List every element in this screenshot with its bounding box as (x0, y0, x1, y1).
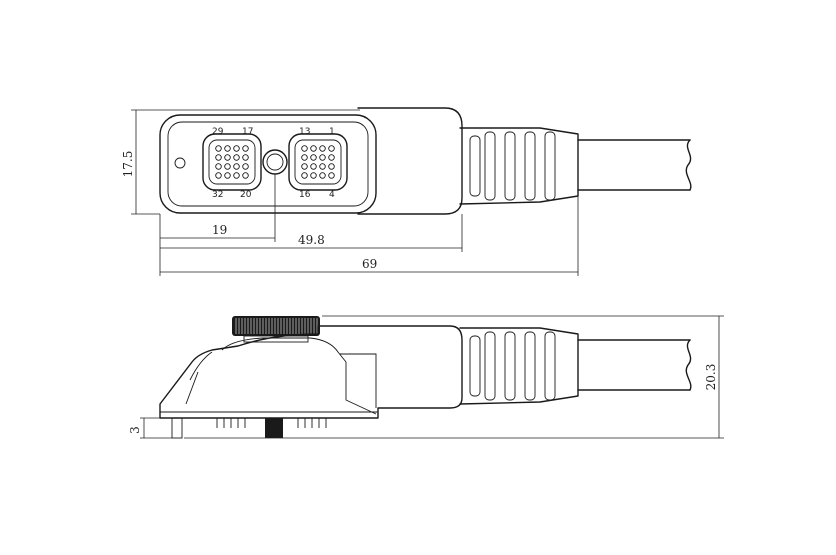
contact-pin (224, 154, 231, 161)
contact-pin (215, 172, 222, 179)
contact-pin (301, 154, 308, 161)
contact-pin (301, 163, 308, 170)
contact-pin (319, 172, 326, 179)
contact-pin (328, 163, 335, 170)
pin-label-17: 17 (242, 127, 253, 137)
dim-label-19: 19 (212, 223, 227, 237)
contact-pin (319, 145, 326, 152)
contact-pin (215, 154, 222, 161)
dim-label-69: 69 (362, 257, 377, 271)
contact-pin (233, 172, 240, 179)
dim-overall-length: 69 (160, 196, 579, 276)
contact-pin (242, 163, 249, 170)
contact-pin (301, 172, 308, 179)
side-pins (171, 417, 327, 439)
side-view: 3 20.3 (128, 315, 724, 439)
contact-pin (310, 145, 317, 152)
pin-label-13: 13 (299, 127, 310, 137)
right-connector: 13 1 16 4 (288, 127, 348, 200)
knurled-screw (232, 316, 320, 343)
contact-pin (242, 154, 249, 161)
dim-overall-height: 20.3 (184, 315, 724, 439)
contact-pin (301, 145, 308, 152)
contact-pin (310, 163, 317, 170)
pin-label-32: 32 (212, 190, 223, 200)
top-strain-relief (459, 127, 579, 205)
contact-pin (215, 145, 222, 152)
center-screw (262, 149, 288, 175)
contact-pin (224, 145, 231, 152)
contact-pin (319, 163, 326, 170)
pin-label-4: 4 (329, 190, 335, 200)
top-cable (577, 139, 692, 191)
contact-pin (319, 154, 326, 161)
contact-pin (328, 145, 335, 152)
contact-pin (224, 163, 231, 170)
pin-label-20: 20 (240, 190, 252, 200)
side-strain-relief (459, 327, 579, 405)
side-housing (159, 325, 463, 419)
contact-pin (328, 154, 335, 161)
contact-pin (242, 145, 249, 152)
dim-label-17-5: 17.5 (121, 151, 135, 178)
top-view: 29 17 32 20 13 1 16 4 17.5 (121, 107, 692, 276)
dim-label-49-8: 49.8 (298, 233, 325, 247)
dim-label-20-3: 20.3 (704, 364, 718, 391)
pin-label-29: 29 (212, 127, 224, 137)
dim-pin-offset: 19 (159, 174, 276, 276)
contact-pin (233, 145, 240, 152)
mounting-hole-icon (174, 157, 186, 169)
top-housing (159, 107, 463, 215)
dim-housing-length: 49.8 (160, 214, 463, 252)
pin-label-1: 1 (329, 127, 335, 137)
contact-pin (215, 163, 222, 170)
side-cable (577, 339, 692, 391)
pin-label-16: 16 (299, 190, 311, 200)
dim-height-top: 17.5 (121, 109, 360, 215)
contact-pin (233, 154, 240, 161)
dim-label-3: 3 (128, 426, 142, 434)
contact-pin (328, 172, 335, 179)
contact-pin (233, 163, 240, 170)
contact-pin (310, 172, 317, 179)
contact-pin (310, 154, 317, 161)
contact-pin (242, 172, 249, 179)
threaded-stud (265, 418, 283, 438)
left-connector: 29 17 32 20 (202, 127, 262, 200)
dim-pin-height: 3 (128, 417, 172, 439)
contact-pin (224, 172, 231, 179)
